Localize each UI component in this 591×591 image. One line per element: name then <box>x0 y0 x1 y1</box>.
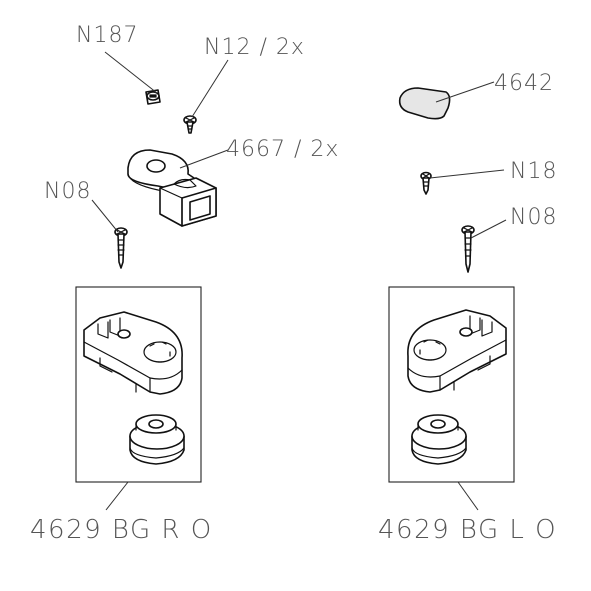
leader-kit-left <box>105 481 129 511</box>
hinge-housing-left-box <box>83 311 183 395</box>
leader-n18 <box>429 169 505 179</box>
leader-4642 <box>435 81 495 103</box>
leader-4667 <box>179 149 229 169</box>
screw-n12 <box>183 115 197 134</box>
pad-4642 <box>398 87 451 120</box>
leader-n08-left <box>91 199 119 233</box>
hinge-housing-right-box <box>407 309 507 393</box>
leader-kit-right <box>457 481 479 511</box>
leader-n08-right <box>470 219 507 239</box>
round-cap-right-box <box>411 414 467 465</box>
screw-n08-left <box>114 227 128 269</box>
label-4642: 4642 <box>494 71 554 96</box>
screw-n08-right <box>461 225 475 273</box>
label-n18: N18 <box>510 159 557 184</box>
label-4667: 4667 / 2x <box>226 137 339 162</box>
leader-n12 <box>191 59 229 118</box>
label-n187: N187 <box>76 23 138 48</box>
bracket-4667 <box>127 149 217 227</box>
kit-frame-right <box>388 286 515 483</box>
label-kit-left: 4629 BG L O <box>378 515 557 545</box>
round-cap-left-box <box>129 414 185 465</box>
label-kit-right: 4629 BG R O <box>30 515 213 545</box>
screw-n187 <box>145 89 161 105</box>
label-n08-right: N08 <box>510 205 557 230</box>
leader-n187 <box>104 51 158 94</box>
label-n12: N12 / 2x <box>204 35 305 60</box>
label-n08-left: N08 <box>44 179 91 204</box>
kit-frame-left <box>75 286 202 483</box>
screw-n18 <box>420 171 432 195</box>
